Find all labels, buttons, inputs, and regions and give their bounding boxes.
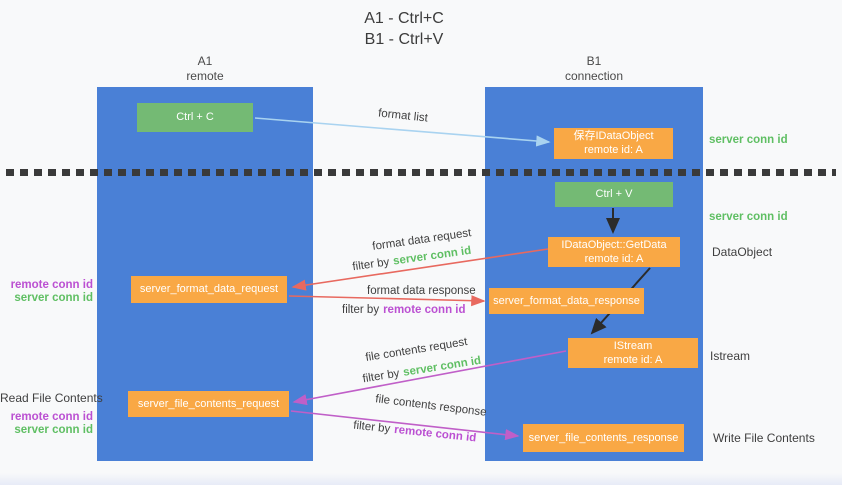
write-file-contents-label: Write File Contents [713, 431, 815, 445]
istream-line2: remote id: A [603, 354, 663, 366]
title-line-1: A1 - Ctrl+C [364, 10, 444, 27]
filter-by-text: filter by [361, 367, 401, 386]
istream-line1: IStream [613, 340, 653, 352]
ctrl-v-box: Ctrl + V [555, 182, 673, 207]
istream-box: IStream remote id: A [568, 338, 698, 368]
remote-conn-id-left-label-1: remote conn id [10, 279, 93, 291]
save-idataobject-box: 保存IDataObject remote id: A [554, 128, 673, 159]
filter-by-text: filter by [342, 304, 380, 316]
filter-by-text: filter by [352, 419, 391, 436]
remote-conn-id-text: remote conn id [383, 304, 466, 316]
left-column-header: A1 remote [97, 54, 313, 84]
server-format-data-request-box: server_format_data_request [131, 276, 287, 303]
left-column-role: remote [186, 69, 224, 83]
server-conn-id-text: server conn id [402, 354, 482, 379]
right-column-name: B1 [586, 54, 602, 68]
server-format-data-response-box: server_format_data_response [489, 288, 644, 314]
save-idataobject-line1: 保存IDataObject [573, 130, 654, 142]
file-contents-response-label: file contents response [374, 393, 488, 419]
server-file-contents-request-box: server_file_contents_request [128, 391, 289, 417]
istream-side-label: Istream [710, 349, 751, 363]
server-file-contents-response-box: server_file_contents_response [523, 424, 684, 452]
getdata-line2: remote id: A [584, 253, 644, 265]
remote-conn-id-text: remote conn id [393, 423, 477, 445]
server-conn-id-left-label-1: server conn id [14, 292, 93, 304]
format-list-label: format list [377, 107, 429, 125]
title-line-2: B1 - Ctrl+V [364, 31, 444, 48]
right-column-header: B1 connection [485, 54, 703, 84]
bottom-window-edge [0, 473, 842, 485]
server-conn-id-left-label-2: server conn id [14, 424, 93, 436]
server-conn-id-right-label-2: server conn id [709, 211, 788, 223]
dashed-divider-line [6, 169, 836, 176]
diagram-title: A1 - Ctrl+C B1 - Ctrl+V [304, 8, 504, 50]
right-column-role: connection [564, 69, 624, 83]
format-data-response-label: format data response [367, 285, 476, 297]
server-conn-id-right-label-1: server conn id [709, 134, 788, 146]
left-column-name: A1 [197, 54, 213, 68]
save-idataobject-line2: remote id: A [584, 144, 643, 156]
remote-conn-id-left-label-2: remote conn id [10, 411, 93, 423]
read-file-contents-label: Read File Contents [0, 391, 103, 405]
dataobject-label: DataObject [712, 245, 773, 259]
idataobject-getdata-box: IDataObject::GetData remote id: A [548, 237, 680, 267]
getdata-line1: IDataObject::GetData [561, 239, 667, 251]
filter-by-text: filter by [351, 256, 391, 274]
ctrl-c-box: Ctrl + C [137, 103, 253, 132]
